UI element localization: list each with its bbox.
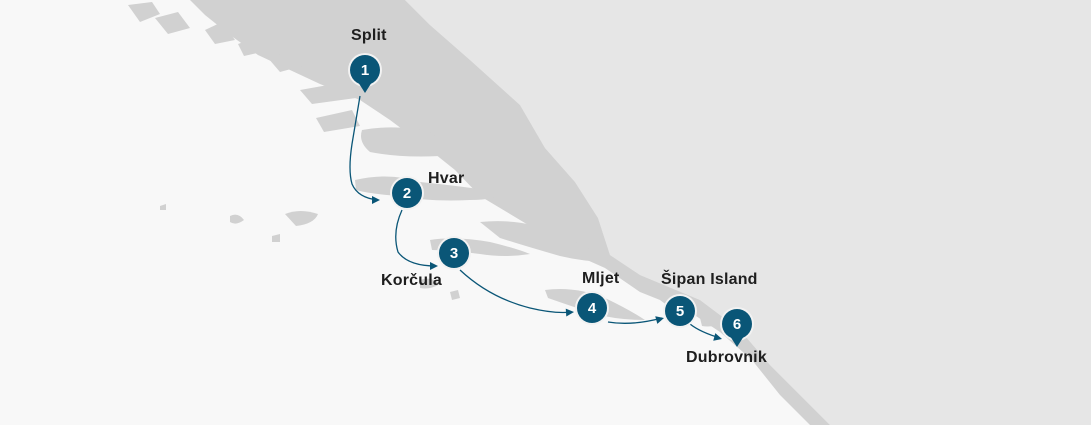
island	[205, 22, 235, 44]
island	[300, 82, 356, 104]
island-vis	[285, 211, 318, 226]
island	[272, 234, 280, 242]
route-path	[349, 95, 722, 341]
island	[128, 2, 160, 22]
island	[450, 290, 460, 300]
island	[268, 52, 302, 72]
stop-marker-3[interactable]: 3	[439, 238, 469, 268]
route-arrow-icon	[713, 333, 722, 341]
island	[238, 38, 262, 56]
stop-label-5: Šipan Island	[661, 271, 758, 288]
island	[316, 110, 360, 132]
island-hvar	[355, 176, 500, 201]
stop-marker-5[interactable]: 5	[665, 296, 695, 326]
mainland-coast	[190, 0, 830, 425]
inland-region	[405, 0, 1091, 425]
island-lastovo	[420, 278, 440, 289]
island-brac	[361, 127, 442, 157]
route-segment	[395, 209, 437, 267]
island	[700, 316, 722, 327]
stop-label-4: Mljet	[582, 270, 620, 287]
island	[160, 204, 166, 210]
route-arrow-icon	[655, 316, 664, 324]
stop-label-6: Dubrovnik	[686, 349, 767, 366]
route-segment	[459, 269, 573, 314]
route-arrow-icon	[430, 262, 438, 270]
route-arrow-icon	[372, 196, 380, 204]
route-arrow-icon	[565, 308, 574, 317]
route-segment	[349, 95, 379, 201]
stop-marker-4[interactable]: 4	[577, 293, 607, 323]
stop-label-2: Hvar	[428, 170, 465, 187]
stop-marker-6[interactable]: 6	[722, 309, 752, 339]
stop-label-1: Split	[351, 27, 387, 44]
peninsula-peljesac	[480, 221, 610, 262]
island	[155, 12, 190, 34]
stop-label-3: Korčula	[381, 272, 442, 289]
island	[230, 214, 244, 224]
stop-marker-1[interactable]: 1	[350, 55, 380, 85]
stop-marker-2[interactable]: 2	[392, 178, 422, 208]
